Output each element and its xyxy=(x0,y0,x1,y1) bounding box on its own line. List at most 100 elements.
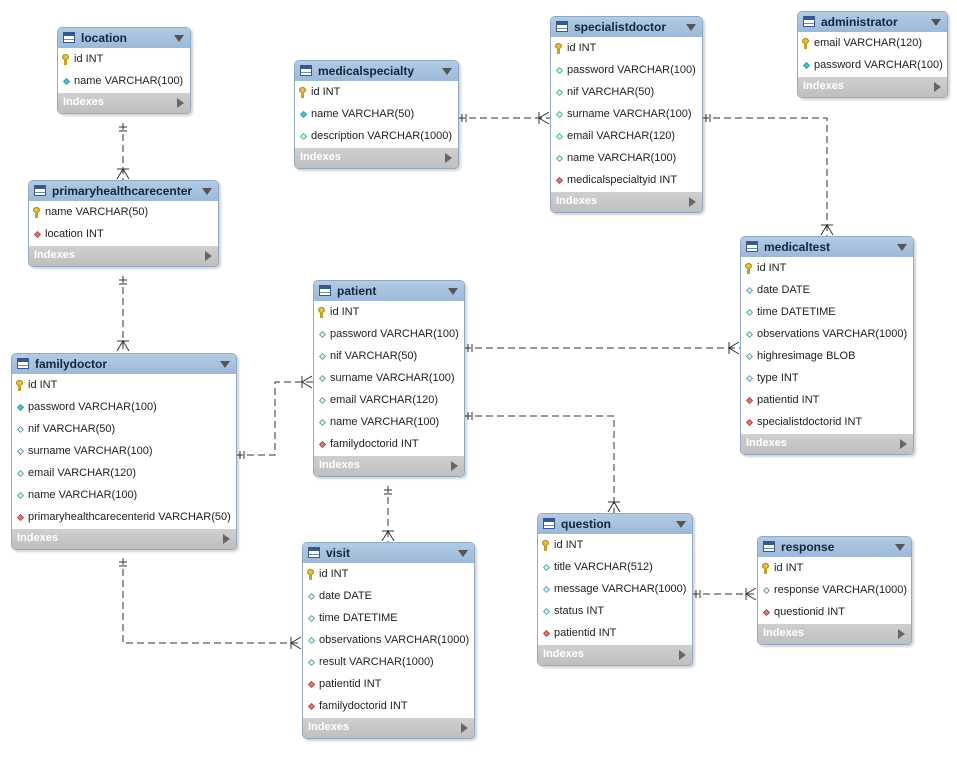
expand-arrow-icon[interactable] xyxy=(445,153,452,163)
indexes-section[interactable]: Indexes xyxy=(758,624,911,644)
collapse-caret-icon[interactable] xyxy=(448,288,458,295)
indexes-section[interactable]: Indexes xyxy=(551,192,702,212)
table-medicalspecialty[interactable]: medicalspecialty id INT name VARCHAR(50)… xyxy=(294,60,459,169)
column-row[interactable]: nif VARCHAR(50) xyxy=(551,82,702,104)
table-header[interactable]: visit xyxy=(303,543,474,563)
column-row[interactable]: patientid INT xyxy=(741,390,913,412)
indexes-section[interactable]: Indexes xyxy=(538,645,692,665)
expand-arrow-icon[interactable] xyxy=(461,723,468,733)
column-row[interactable]: password VARCHAR(100) xyxy=(798,55,947,77)
collapse-caret-icon[interactable] xyxy=(174,35,184,42)
column-row[interactable]: id INT xyxy=(12,375,236,397)
column-row[interactable]: surname VARCHAR(100) xyxy=(551,104,702,126)
column-row[interactable]: highresimage BLOB xyxy=(741,346,913,368)
column-row[interactable]: id INT xyxy=(741,258,913,280)
column-row[interactable]: specialistdoctorid INT xyxy=(741,412,913,434)
table-location[interactable]: location id INT name VARCHAR(100) Indexe… xyxy=(57,27,191,114)
column-row[interactable]: name VARCHAR(50) xyxy=(295,104,458,126)
column-row[interactable]: description VARCHAR(1000) xyxy=(295,126,458,148)
column-row[interactable]: id INT xyxy=(538,535,692,557)
expand-arrow-icon[interactable] xyxy=(205,251,212,261)
table-header[interactable]: location xyxy=(58,28,190,48)
column-row[interactable]: surname VARCHAR(100) xyxy=(314,368,464,390)
column-row[interactable]: primaryhealthcarecenterid VARCHAR(50) xyxy=(12,507,236,529)
indexes-section[interactable]: Indexes xyxy=(58,93,190,113)
column-row[interactable]: medicalspecialtyid INT xyxy=(551,170,702,192)
collapse-caret-icon[interactable] xyxy=(202,188,212,195)
indexes-section[interactable]: Indexes xyxy=(303,718,474,738)
indexes-section[interactable]: Indexes xyxy=(29,246,218,266)
column-row[interactable]: type INT xyxy=(741,368,913,390)
expand-arrow-icon[interactable] xyxy=(177,98,184,108)
table-header[interactable]: medicaltest xyxy=(741,237,913,257)
collapse-caret-icon[interactable] xyxy=(442,68,452,75)
table-header[interactable]: specialistdoctor xyxy=(551,17,702,37)
column-row[interactable]: name VARCHAR(50) xyxy=(29,202,218,224)
column-row[interactable]: name VARCHAR(100) xyxy=(12,485,236,507)
table-header[interactable]: medicalspecialty xyxy=(295,61,458,81)
table-primaryhealthcarecenter[interactable]: primaryhealthcarecenter name VARCHAR(50)… xyxy=(28,180,219,267)
column-row[interactable]: email VARCHAR(120) xyxy=(12,463,236,485)
column-row[interactable]: time DATETIME xyxy=(741,302,913,324)
table-header[interactable]: familydoctor xyxy=(12,354,236,374)
column-row[interactable]: id INT xyxy=(295,82,458,104)
column-row[interactable]: title VARCHAR(512) xyxy=(538,557,692,579)
column-row[interactable]: nif VARCHAR(50) xyxy=(314,346,464,368)
expand-arrow-icon[interactable] xyxy=(223,534,230,544)
column-row[interactable]: observations VARCHAR(1000) xyxy=(303,630,474,652)
column-row[interactable]: date DATE xyxy=(741,280,913,302)
column-row[interactable]: email VARCHAR(120) xyxy=(551,126,702,148)
column-row[interactable]: email VARCHAR(120) xyxy=(798,33,947,55)
column-row[interactable]: password VARCHAR(100) xyxy=(12,397,236,419)
expand-arrow-icon[interactable] xyxy=(689,197,696,207)
column-row[interactable]: location INT xyxy=(29,224,218,246)
table-administrator[interactable]: administrator email VARCHAR(120) passwor… xyxy=(797,11,948,98)
collapse-caret-icon[interactable] xyxy=(676,521,686,528)
column-row[interactable]: id INT xyxy=(314,302,464,324)
column-row[interactable]: questionid INT xyxy=(758,602,911,624)
table-header[interactable]: administrator xyxy=(798,12,947,32)
table-response[interactable]: response id INT response VARCHAR(1000) q… xyxy=(757,536,912,645)
collapse-caret-icon[interactable] xyxy=(686,24,696,31)
column-row[interactable]: nif VARCHAR(50) xyxy=(12,419,236,441)
indexes-section[interactable]: Indexes xyxy=(314,456,464,476)
column-row[interactable]: surname VARCHAR(100) xyxy=(12,441,236,463)
column-row[interactable]: time DATETIME xyxy=(303,608,474,630)
expand-arrow-icon[interactable] xyxy=(451,461,458,471)
expand-arrow-icon[interactable] xyxy=(900,439,907,449)
table-familydoctor[interactable]: familydoctor id INT password VARCHAR(100… xyxy=(11,353,237,550)
column-row[interactable]: email VARCHAR(120) xyxy=(314,390,464,412)
column-row[interactable]: name VARCHAR(100) xyxy=(551,148,702,170)
column-row[interactable]: status INT xyxy=(538,601,692,623)
expand-arrow-icon[interactable] xyxy=(898,629,905,639)
table-visit[interactable]: visit id INT date DATE time DATETIME obs… xyxy=(302,542,475,739)
column-row[interactable]: patientid INT xyxy=(538,623,692,645)
column-row[interactable]: message VARCHAR(1000) xyxy=(538,579,692,601)
table-header[interactable]: patient xyxy=(314,281,464,301)
indexes-section[interactable]: Indexes xyxy=(12,529,236,549)
indexes-section[interactable]: Indexes xyxy=(741,434,913,454)
indexes-section[interactable]: Indexes xyxy=(798,77,947,97)
column-row[interactable]: result VARCHAR(1000) xyxy=(303,652,474,674)
table-medicaltest[interactable]: medicaltest id INT date DATE time DATETI… xyxy=(740,236,914,455)
column-row[interactable]: name VARCHAR(100) xyxy=(58,71,190,93)
table-specialistdoctor[interactable]: specialistdoctor id INT password VARCHAR… xyxy=(550,16,703,213)
table-question[interactable]: question id INT title VARCHAR(512) messa… xyxy=(537,513,693,666)
column-row[interactable]: familydoctorid INT xyxy=(314,434,464,456)
expand-arrow-icon[interactable] xyxy=(934,82,941,92)
column-row[interactable]: id INT xyxy=(303,564,474,586)
collapse-caret-icon[interactable] xyxy=(895,544,905,551)
table-patient[interactable]: patient id INT password VARCHAR(100) nif… xyxy=(313,280,465,477)
expand-arrow-icon[interactable] xyxy=(679,650,686,660)
table-header[interactable]: question xyxy=(538,514,692,534)
collapse-caret-icon[interactable] xyxy=(931,19,941,26)
collapse-caret-icon[interactable] xyxy=(458,550,468,557)
column-row[interactable]: familydoctorid INT xyxy=(303,696,474,718)
collapse-caret-icon[interactable] xyxy=(220,361,230,368)
column-row[interactable]: response VARCHAR(1000) xyxy=(758,580,911,602)
column-row[interactable]: date DATE xyxy=(303,586,474,608)
indexes-section[interactable]: Indexes xyxy=(295,148,458,168)
column-row[interactable]: observations VARCHAR(1000) xyxy=(741,324,913,346)
column-row[interactable]: id INT xyxy=(551,38,702,60)
column-row[interactable]: password VARCHAR(100) xyxy=(551,60,702,82)
